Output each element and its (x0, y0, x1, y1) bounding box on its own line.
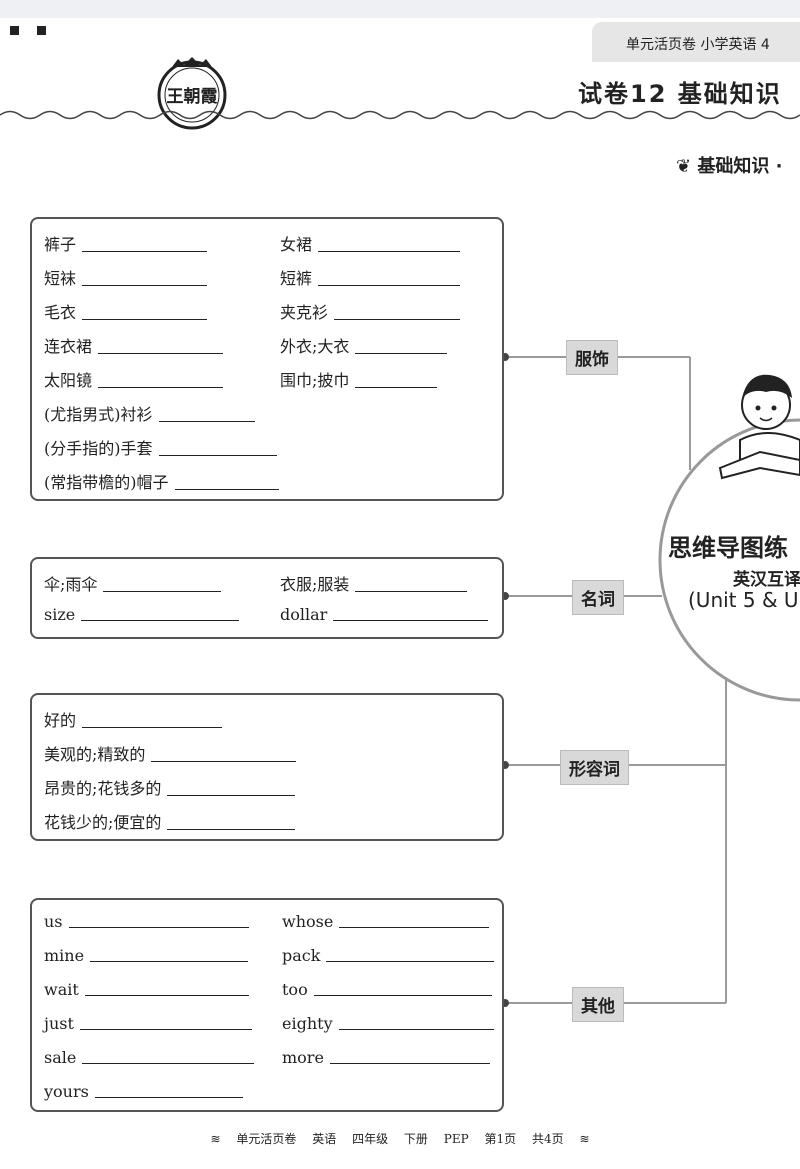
page-title: 试卷12 基础知识 (578, 80, 782, 108)
word-item: 美观的;精致的 (44, 741, 297, 765)
answer-line[interactable] (82, 319, 208, 320)
adjectives-tag: 形容词 (560, 750, 629, 785)
answer-line[interactable] (355, 353, 448, 354)
clothing-tag: 服饰 (566, 340, 618, 375)
adjectives-box: 好的 美观的;精致的 昂贵的;花钱多的 花钱少的;便宜的 (30, 693, 504, 841)
word-item: more (282, 1048, 490, 1067)
word-item: 伞;雨伞 (44, 571, 222, 595)
answer-line[interactable] (333, 620, 489, 621)
header-band: 单元活页卷 小学英语 4 (592, 22, 800, 62)
answer-line[interactable] (174, 489, 279, 490)
answer-line[interactable] (90, 961, 249, 962)
answer-line[interactable] (98, 353, 224, 354)
mindmap-center-subtitle: 英汉互译 (733, 570, 800, 590)
answer-line[interactable] (98, 387, 224, 388)
header-band-text: 单元活页卷 小学英语 4 (626, 37, 770, 53)
word-item: eighty (282, 1014, 494, 1033)
others-tag: 其他 (572, 987, 624, 1022)
answer-line[interactable] (167, 829, 296, 830)
answer-line[interactable] (167, 795, 296, 796)
answer-line[interactable] (338, 1029, 494, 1030)
word-item: 围巾;披巾 (280, 367, 438, 391)
answer-line[interactable] (79, 1029, 252, 1030)
word-item: 连衣裙 (44, 333, 224, 357)
answer-line[interactable] (158, 421, 255, 422)
boy-illustration (718, 374, 800, 480)
word-item: 外衣;大衣 (280, 333, 448, 357)
answer-line[interactable] (318, 251, 461, 252)
word-item: (尤指男式)衬衫 (44, 401, 255, 425)
word-item: 毛衣 (44, 299, 208, 323)
mindmap-center-units: (Unit 5 & U (688, 588, 799, 612)
answer-line[interactable] (318, 285, 461, 286)
word-item: 花钱少的;便宜的 (44, 809, 296, 833)
answer-line[interactable] (158, 455, 277, 456)
top-strip (0, 0, 800, 18)
word-item: size (44, 605, 240, 624)
word-item: (常指带檐的)帽子 (44, 469, 279, 493)
word-item: sale (44, 1048, 255, 1067)
nouns-tag: 名词 (572, 580, 624, 615)
answer-line[interactable] (334, 319, 461, 320)
word-item: just (44, 1014, 252, 1033)
answer-line[interactable] (81, 620, 240, 621)
answer-line[interactable] (94, 1097, 243, 1098)
laurel-icon: ❦ (676, 156, 698, 177)
word-item: mine (44, 946, 249, 965)
word-item: too (282, 980, 492, 999)
answer-line[interactable] (329, 1063, 490, 1064)
page-footer: ≋ 单元活页卷 英语 四年级 下册 PEP 第1页 共4页 ≋ (210, 1132, 590, 1146)
answer-line[interactable] (326, 961, 495, 962)
wave-icon: ≋ (210, 1132, 221, 1146)
word-item: 好的 (44, 707, 223, 731)
word-item: 夹克衫 (280, 299, 461, 323)
word-item: 短袜 (44, 265, 208, 289)
others-box: us whose mine pack wait too just eighty … (30, 898, 504, 1112)
word-item: wait (44, 980, 249, 999)
word-item: pack (282, 946, 495, 965)
wave-icon: ≋ (579, 1132, 590, 1146)
word-item: 裤子 (44, 231, 208, 255)
answer-line[interactable] (84, 995, 249, 996)
answer-line[interactable] (82, 727, 223, 728)
answer-line[interactable] (103, 591, 222, 592)
word-item: (分手指的)手套 (44, 435, 277, 459)
clothing-box: 裤子 女裙 短袜 短裤 毛衣 夹克衫 连衣裙 外衣;大衣 太阳镜 围巾;披巾 (… (30, 217, 504, 501)
answer-line[interactable] (313, 995, 492, 996)
answer-line[interactable] (151, 761, 297, 762)
word-item: us (44, 912, 249, 931)
word-item: whose (282, 912, 490, 931)
word-item: dollar (280, 605, 489, 624)
mindmap-center-title: 思维导图练 (668, 534, 788, 562)
answer-line[interactable] (82, 285, 208, 286)
corner-mark (10, 26, 19, 35)
word-item: 昂贵的;花钱多的 (44, 775, 296, 799)
answer-line[interactable] (82, 251, 208, 252)
answer-line[interactable] (355, 591, 468, 592)
word-item: 短裤 (280, 265, 461, 289)
answer-line[interactable] (355, 387, 438, 388)
word-item: 太阳镜 (44, 367, 224, 391)
word-item: yours (44, 1082, 243, 1101)
corner-mark (37, 26, 46, 35)
word-item: 衣服;服装 (280, 571, 468, 595)
word-item: 女裙 (280, 231, 461, 255)
wave-divider (0, 110, 800, 120)
nouns-box: 伞;雨伞 衣服;服装 size dollar (30, 557, 504, 639)
answer-line[interactable] (339, 927, 490, 928)
section-label: ❦ 基础知识 · (676, 156, 783, 177)
answer-line[interactable] (68, 927, 249, 928)
answer-line[interactable] (82, 1063, 255, 1064)
svg-text:王朝霞: 王朝霞 (167, 86, 219, 107)
